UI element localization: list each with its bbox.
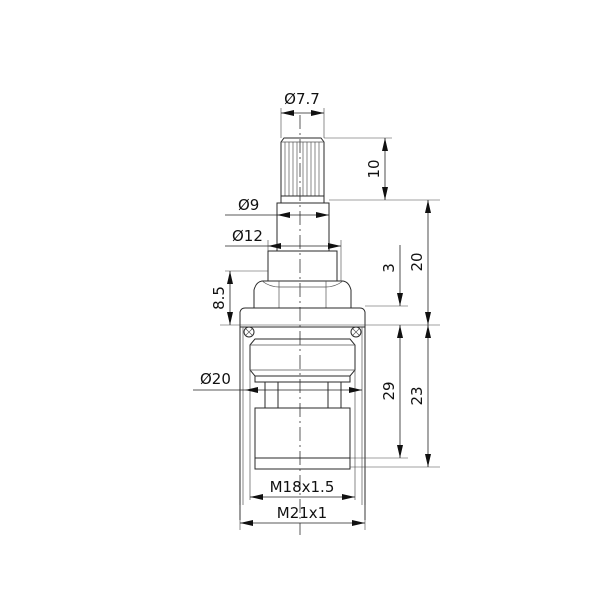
- dim-hex-offset: 3: [365, 245, 408, 307]
- dim-outer-thread: M21x1: [239, 504, 366, 530]
- o-ring-right: [350, 326, 362, 338]
- label-body-height: 29: [380, 381, 398, 400]
- neck: [276, 202, 330, 252]
- label-hex-height: 8.5: [210, 286, 228, 310]
- label-stem-height: 10: [365, 159, 383, 178]
- dim-upper-height: 20: [408, 200, 431, 325]
- label-neck-diameter: Ø9: [238, 196, 259, 214]
- flange: [239, 307, 366, 328]
- knurled-stem: [280, 137, 325, 203]
- dim-stem-diameter: Ø7.7: [280, 90, 325, 138]
- label-inner-thread: M18x1.5: [270, 478, 335, 496]
- dim-stem-height: 10: [324, 137, 440, 201]
- dim-lower-height: 23: [350, 325, 440, 468]
- label-lower-height: 23: [408, 386, 426, 405]
- dim-body-height: 29: [350, 325, 408, 459]
- label-upper-height: 20: [408, 252, 426, 271]
- label-outer-thread: M21x1: [277, 504, 327, 522]
- body-shell: [239, 327, 366, 520]
- label-stem-diameter: Ø7.7: [284, 90, 320, 108]
- label-shoulder-diameter: Ø12: [232, 227, 263, 245]
- dim-shoulder-diameter: Ø12: [225, 227, 342, 281]
- dim-inner-thread: M18x1.5: [250, 478, 355, 500]
- dim-hex-height: 8.5: [210, 270, 440, 326]
- o-ring-left: [243, 326, 255, 338]
- body-ribs: [264, 382, 342, 408]
- shoulder: [267, 250, 338, 282]
- hex-nut: [253, 280, 352, 308]
- dim-body-diameter: Ø20: [193, 370, 362, 393]
- lower-body: [249, 370, 356, 500]
- dim-neck-diameter: Ø9: [225, 196, 329, 218]
- upper-body: [249, 338, 356, 383]
- label-hex-offset: 3: [380, 263, 398, 273]
- label-body-diameter: Ø20: [200, 370, 231, 388]
